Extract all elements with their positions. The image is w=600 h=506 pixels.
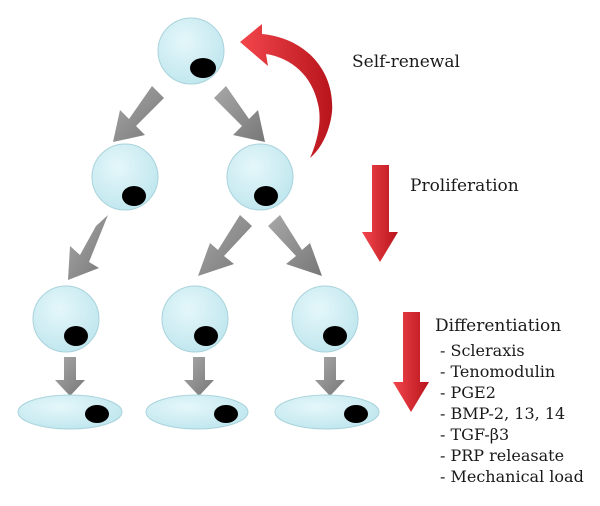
proliferation-arrow: [362, 165, 398, 262]
factor-item: - PRP releasate: [440, 446, 565, 465]
arrow-down-1: [55, 357, 85, 396]
nucleus: [194, 326, 218, 346]
differentiation-arrow: [393, 312, 429, 412]
arrow-top-to-right: [214, 86, 265, 142]
nucleus: [254, 186, 278, 206]
factor-item: - PGE2: [440, 383, 496, 402]
factor-item: - Mechanical load: [440, 467, 584, 486]
arrow-top-to-left: [113, 86, 164, 142]
nucleus: [64, 326, 88, 346]
factor-item: - BMP-2, 13, 14: [440, 404, 566, 423]
factor-item: - Scleraxis: [440, 341, 525, 360]
nucleus: [323, 326, 347, 346]
tenocyte-1: [17, 394, 123, 430]
factor-item: - TGF-β3: [440, 425, 510, 444]
differentiation-factors-list: - Scleraxis - Tenomodulin - PGE2 - BMP-2…: [440, 340, 584, 487]
proliferation-label: Proliferation: [410, 176, 519, 196]
nucleus: [344, 405, 368, 423]
daughter-cell-right: [226, 143, 294, 211]
nucleus: [190, 58, 216, 78]
arrow-left-to-bottom-left: [68, 215, 108, 280]
stem-cell-top: [157, 17, 225, 85]
arrow-right-to-bottom-right: [268, 215, 322, 276]
progenitor-cell-1: [32, 285, 100, 353]
arrow-down-2: [184, 357, 214, 396]
progenitor-cell-2: [161, 285, 229, 353]
tenocyte-3: [274, 394, 380, 430]
factor-item: - Tenomodulin: [440, 362, 556, 381]
daughter-cell-left: [91, 143, 159, 211]
self-renewal-label: Self-renewal: [352, 52, 460, 72]
differentiation-label: Differentiation: [435, 316, 562, 336]
arrow-right-to-bottom-middle: [198, 215, 252, 276]
nucleus: [85, 405, 109, 423]
arrow-down-3: [315, 357, 345, 396]
progenitor-cell-3: [291, 285, 359, 353]
self-renewal-arrow: [240, 24, 333, 158]
nucleus: [214, 405, 238, 423]
nucleus: [122, 186, 146, 206]
tenocyte-2: [145, 394, 249, 430]
